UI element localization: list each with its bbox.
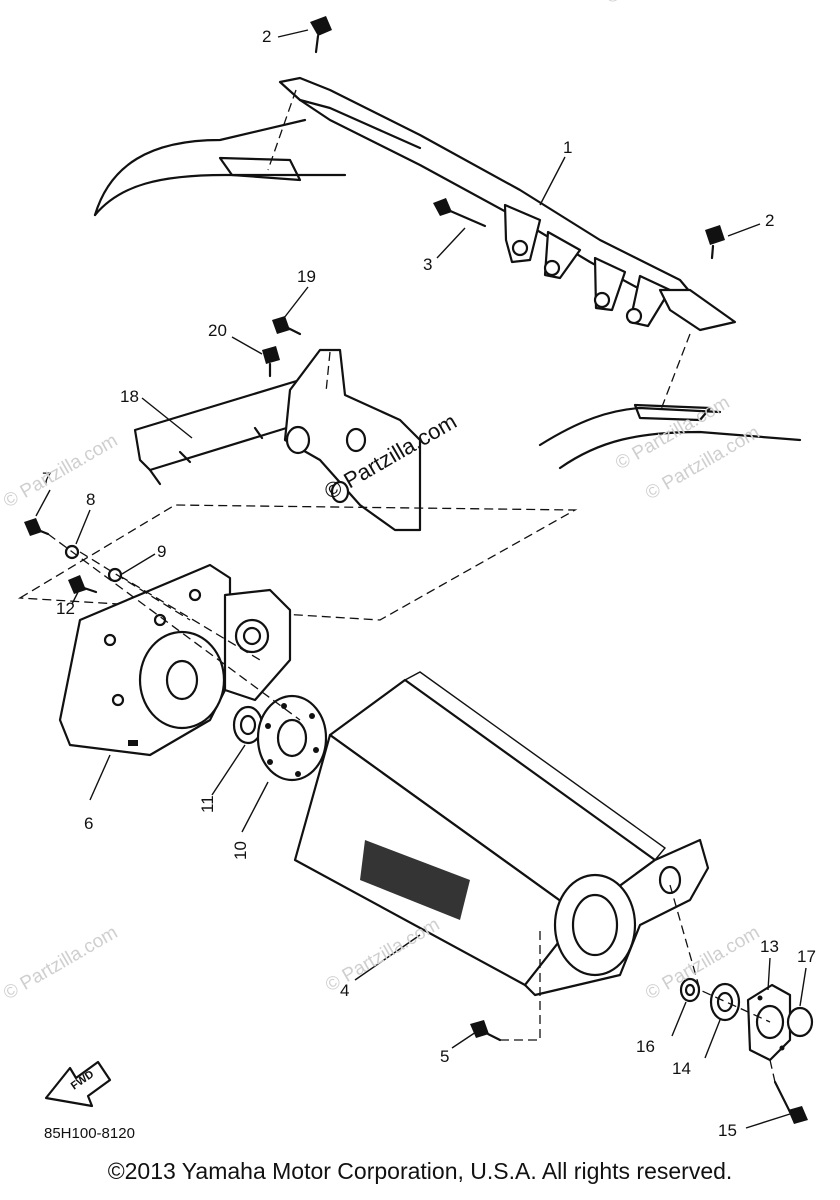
callout-17: 17 (797, 947, 816, 966)
callout-15: 15 (718, 1121, 737, 1140)
callout-14: 14 (672, 1059, 691, 1078)
bearing-housing-13 (746, 983, 792, 1062)
watermark-1: © Partzilla.com (0, 430, 121, 512)
callout-4: 4 (340, 981, 349, 1000)
bearing-11 (232, 705, 264, 745)
bolt-2-top (310, 16, 332, 54)
sprocket-plate-10 (256, 694, 328, 782)
bolt-19 (272, 316, 302, 336)
callout-3: 3 (423, 255, 432, 274)
washer-9 (107, 567, 123, 583)
washer-16 (679, 977, 701, 1003)
diagram-code: 85H100-8120 (44, 1125, 135, 1142)
callout-12: 12 (56, 599, 75, 618)
bolt-12 (68, 575, 98, 594)
leader-lines (35, 29, 807, 1129)
watermark-6: © Partzilla.com (602, 0, 723, 8)
frame-outline-right (538, 403, 802, 470)
copyright-notice: ©2013 Yamaha Motor Corporation, U.S.A. A… (107, 1158, 733, 1184)
callout-2-top: 2 (262, 27, 271, 46)
bolt-15 (773, 1080, 808, 1124)
cap-17 (786, 1006, 814, 1038)
housing-cover (58, 563, 292, 757)
callout-13: 13 (760, 937, 779, 956)
bearing-14 (709, 982, 741, 1022)
callout-8: 8 (86, 490, 95, 509)
callout-7: 7 (42, 469, 51, 488)
callout-18: 18 (120, 387, 139, 406)
callout-6: 6 (84, 814, 93, 833)
watermark-5: © Partzilla.com (642, 922, 763, 1004)
callout-11: 11 (198, 795, 217, 813)
bolt-20 (262, 346, 280, 378)
frame-outline-left (93, 118, 347, 217)
callout-9: 9 (157, 542, 166, 561)
callout-2-right: 2 (765, 211, 774, 230)
callout-19: 19 (297, 267, 316, 286)
callout-labels: 1 2 2 3 4 5 6 7 8 9 10 11 12 13 14 15 16… (42, 27, 816, 1140)
watermark-4: © Partzilla.com (322, 914, 443, 996)
callout-10: 10 (231, 841, 250, 860)
callout-5: 5 (440, 1047, 449, 1066)
rail-bracket (278, 76, 737, 332)
bolt-5 (470, 1020, 502, 1042)
fwd-arrow-icon: FWD (44, 1060, 112, 1108)
stay-bracket (133, 348, 422, 532)
bolt-7 (24, 518, 50, 536)
callout-1: 1 (563, 138, 572, 157)
callout-20: 20 (208, 321, 227, 340)
callout-16: 16 (636, 1037, 655, 1056)
bolt-3 (433, 198, 487, 228)
assembly-plane (17, 504, 578, 621)
chain-case (293, 671, 710, 997)
bolt-2-right (705, 225, 725, 260)
watermark-3: © Partzilla.com (0, 922, 121, 1004)
